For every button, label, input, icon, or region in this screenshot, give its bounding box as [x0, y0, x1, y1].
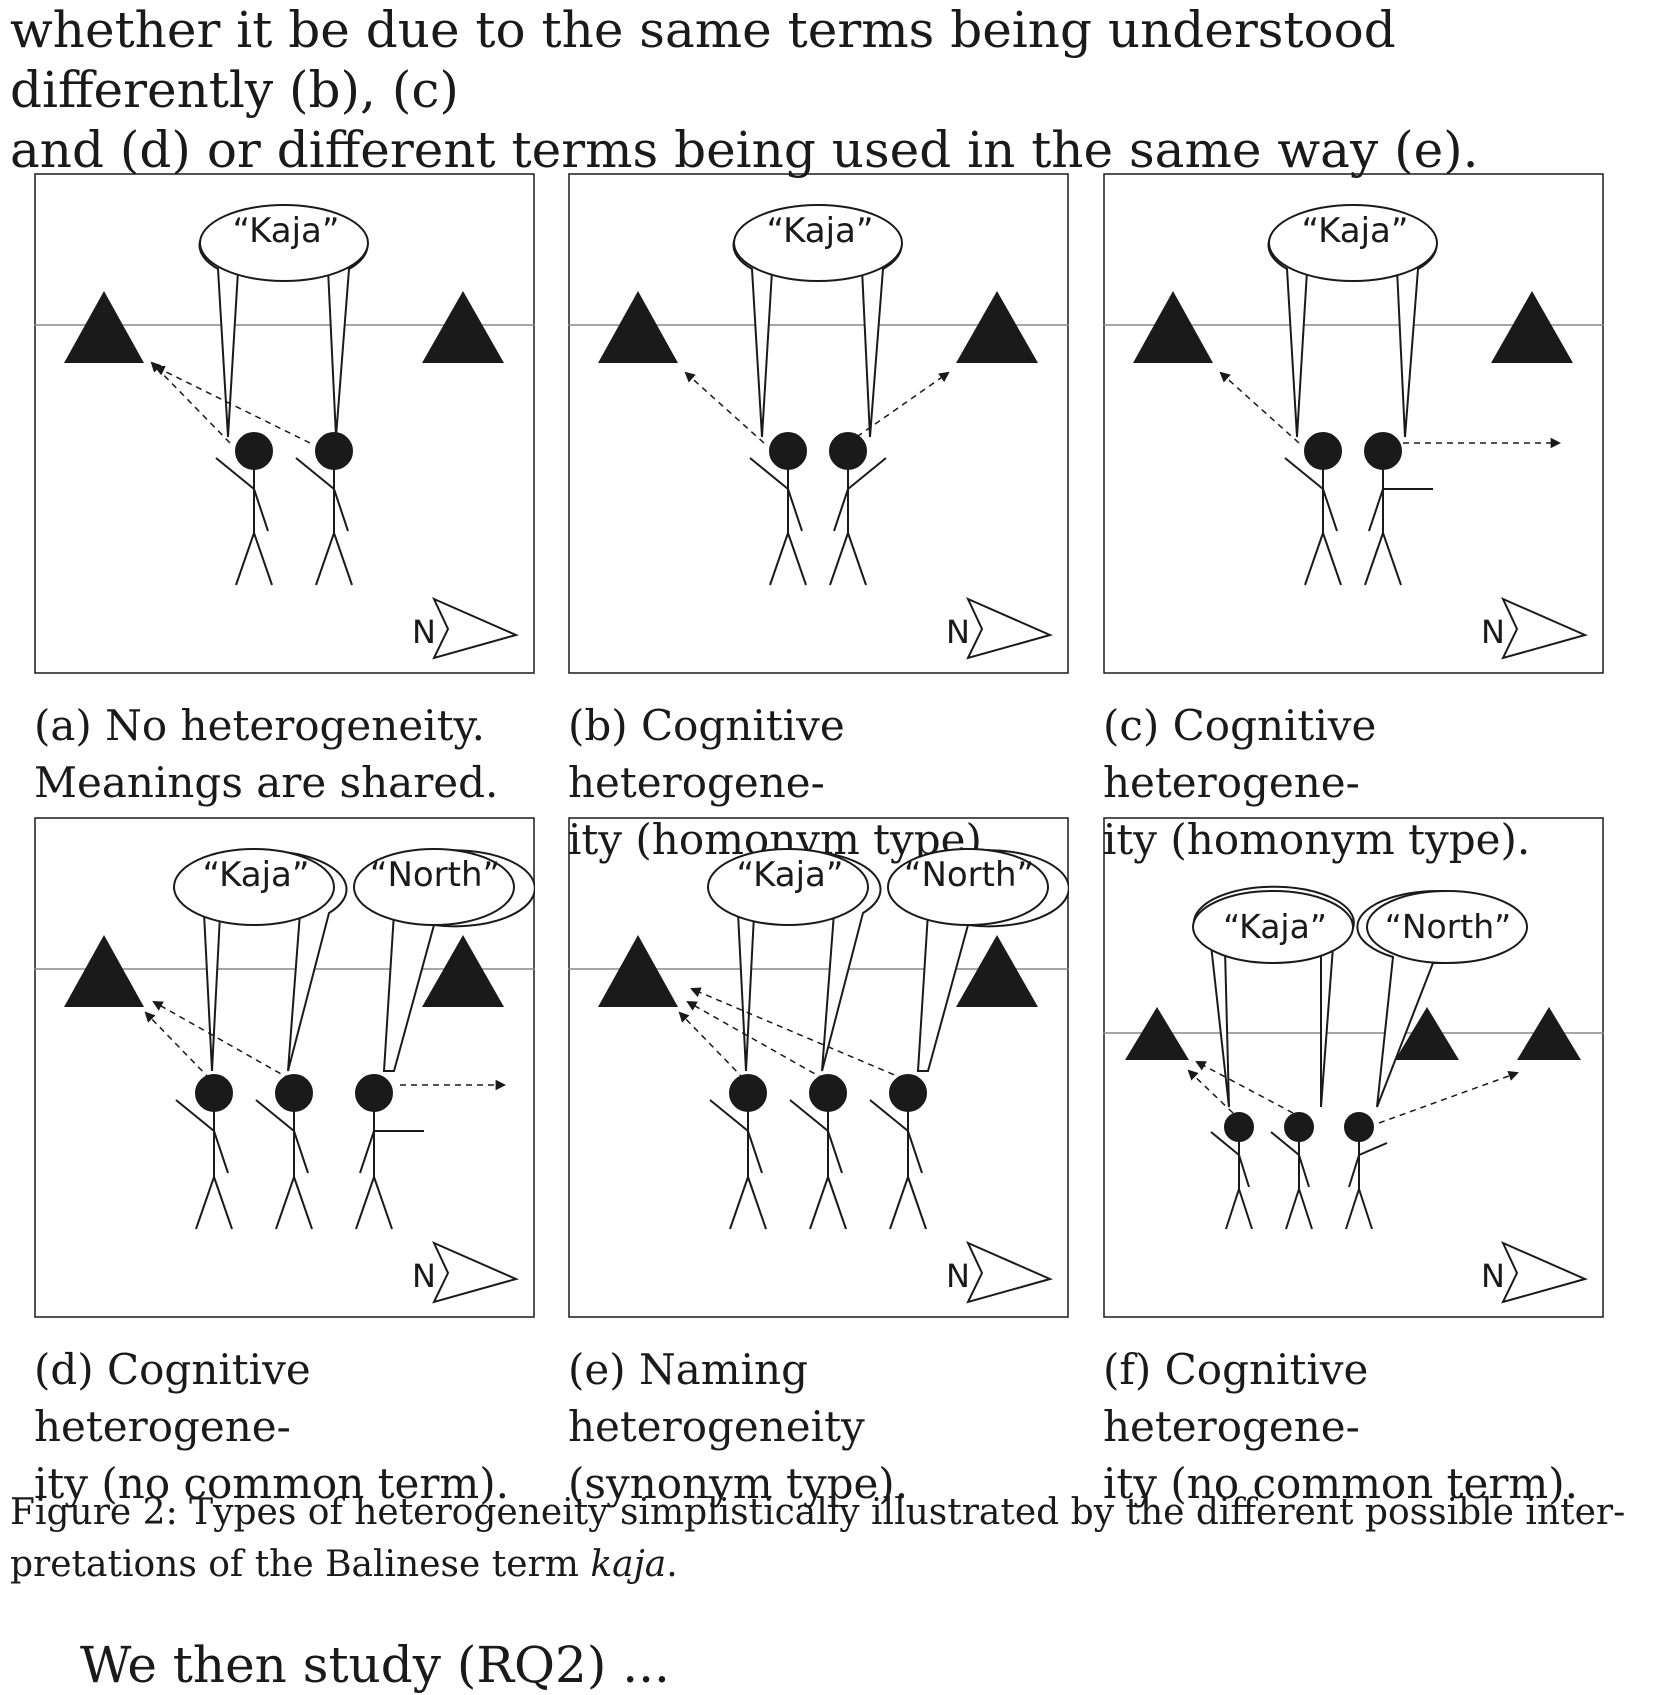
figure-caption-prefix: pretations of the Balinese term [10, 1544, 591, 1585]
panel-d: “Kaja” “North” N [34, 817, 535, 1318]
intro-line-1: whether it be due to the same terms bein… [10, 1, 1396, 119]
compass-north-icon [431, 597, 519, 660]
caption-e-line1: (e) Naming heterogeneity [568, 1345, 865, 1451]
caption-a-line1: (a) No heterogeneity. [34, 701, 486, 750]
compass-label: N [946, 613, 970, 651]
intro-paragraph: whether it be due to the same terms bein… [10, 0, 1650, 180]
compass-label: N [412, 1257, 436, 1295]
caption-c: (c) Cognitive heterogene- ity (homonym t… [1103, 697, 1608, 868]
stick-figure [215, 432, 273, 586]
caption-f: (f) Cognitive heterogene- ity (no common… [1103, 1341, 1608, 1512]
caption-a: (a) No heterogeneity. Meanings are share… [34, 697, 539, 811]
caption-c-line2: ity (homonym type). [1103, 815, 1531, 864]
panel-a: “Kaja” N [34, 173, 535, 674]
bubble-text: “North” [369, 855, 501, 895]
bubble-text: “Kaja” [1301, 211, 1409, 251]
caption-e-line2: (synonym type). [568, 1459, 909, 1508]
caption-d-line2: ity (no common term). [34, 1459, 509, 1508]
panel-frame [34, 173, 535, 674]
figure-caption-line2: pretations of the Balinese term kaja. [10, 1539, 1650, 1591]
compass-label: N [946, 1257, 970, 1295]
bubble-text: “Kaja” [736, 855, 844, 895]
pointing-arrow [154, 366, 311, 444]
speech-bubble [198, 204, 369, 438]
caption-e: (e) Naming heterogeneity (synonym type). [568, 1341, 1073, 1512]
bubble-text: “Kaja” [766, 211, 874, 251]
mountain-right [422, 291, 504, 363]
panel-c: “Kaja” N [1103, 173, 1604, 674]
caption-f-line1: (f) Cognitive heterogene- [1103, 1345, 1369, 1451]
bubble-text: “North” [903, 855, 1035, 895]
next-paragraph-fragment: We then study (RQ2) ... [80, 1636, 670, 1694]
caption-c-line1: (c) Cognitive heterogene- [1103, 701, 1377, 807]
intro-line-2: and (d) or different terms being used in… [10, 121, 1479, 179]
panel-e: “Kaja” “North” N [568, 817, 1069, 1318]
compass-label: N [412, 613, 436, 651]
caption-d: (d) Cognitive heterogene- ity (no common… [34, 1341, 539, 1512]
panel-b: “Kaja” N [568, 173, 1069, 674]
bubble-text: “Kaja” [202, 855, 310, 895]
mountain-left [64, 291, 144, 363]
caption-b-line1: (b) Cognitive heterogene- [568, 701, 845, 807]
bubble-text: “North” [1384, 907, 1512, 946]
caption-d-line1: (d) Cognitive heterogene- [34, 1345, 311, 1451]
caption-a-line2: Meanings are shared. [34, 758, 499, 807]
bubble-text: “Kaja” [232, 211, 340, 251]
figure-caption: Figure 2: Types of heterogeneity simplis… [10, 1487, 1650, 1591]
caption-f-line2: ity (no common term). [1103, 1459, 1578, 1508]
pointing-arrow [150, 361, 231, 444]
figure-caption-line1: Figure 2: Types of heterogeneity simplis… [10, 1492, 1626, 1533]
figure-caption-suffix: . [666, 1544, 678, 1585]
panel-f: “Kaja” “North” N [1103, 817, 1604, 1318]
compass-label: N [1481, 613, 1505, 651]
compass-label: N [1481, 1257, 1505, 1295]
figure-caption-term: kaja [590, 1544, 667, 1585]
stick-figure [295, 432, 353, 586]
bubble-text: “Kaja” [1223, 907, 1327, 946]
